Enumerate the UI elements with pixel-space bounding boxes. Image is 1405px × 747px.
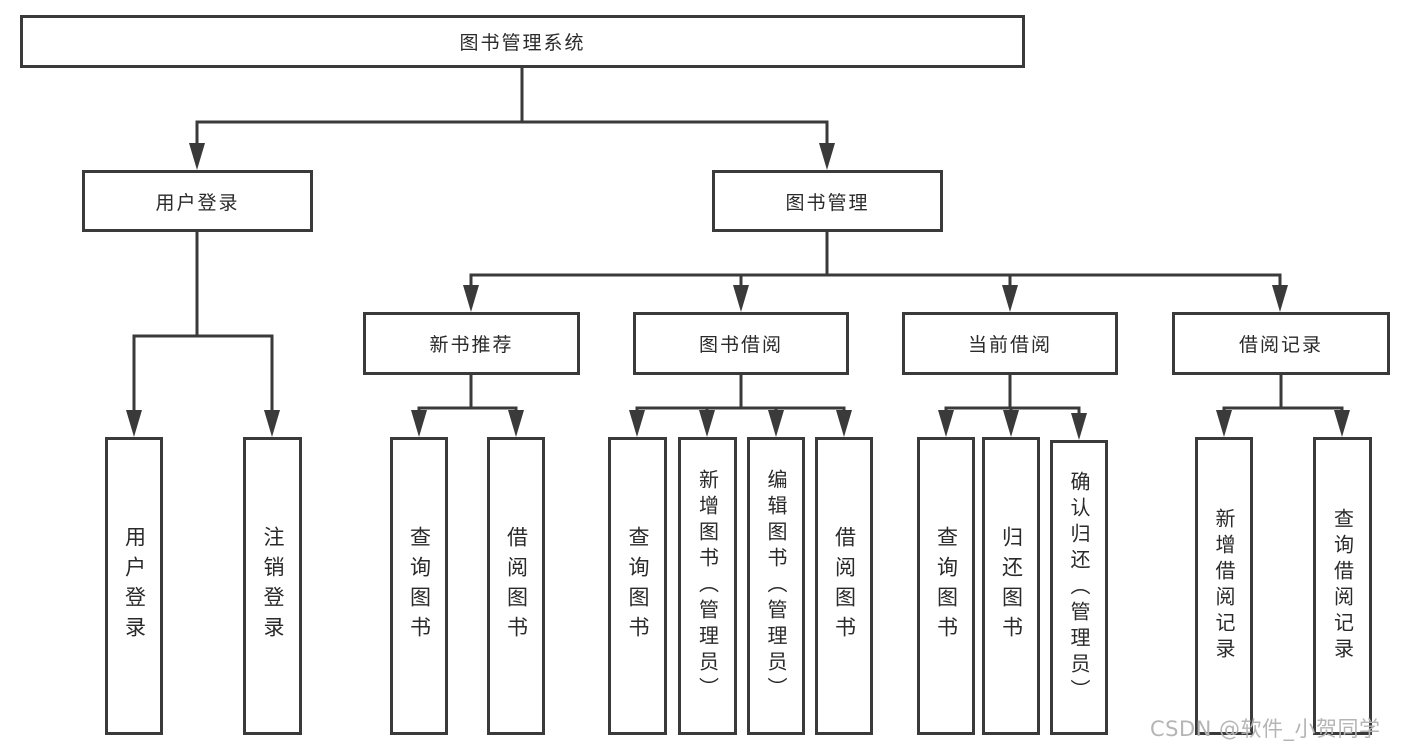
leaf-logout: 注销登录 xyxy=(243,437,302,735)
node-book-borrowing: 图书借阅 xyxy=(633,312,849,375)
leaf-borrow-books-recommend: 借阅图书 xyxy=(487,437,545,735)
leaf-add-books-admin: 新增图书（管理员） xyxy=(678,437,737,735)
leaf-query-books-current: 查询图书 xyxy=(917,437,975,735)
leaf-confirm-return-admin: 确认归还（管理员） xyxy=(1050,440,1108,735)
node-current-borrowing: 当前借阅 xyxy=(902,312,1118,375)
node-book-management: 图书管理 xyxy=(712,170,943,232)
leaf-query-books-borrowing: 查询图书 xyxy=(608,437,667,735)
node-user-login: 用户登录 xyxy=(82,170,313,232)
leaf-add-borrow-record: 新增借阅记录 xyxy=(1195,437,1253,735)
leaf-user-login: 用户登录 xyxy=(105,437,163,735)
node-new-book-recommend: 新书推荐 xyxy=(363,312,580,375)
node-borrowing-records: 借阅记录 xyxy=(1172,312,1390,375)
leaf-query-borrow-record: 查询借阅记录 xyxy=(1313,437,1372,735)
csdn-watermark: CSDN @软件_小贺同学 xyxy=(1150,717,1381,741)
leaf-return-books: 归还图书 xyxy=(982,437,1040,735)
root-node-library-management-system: 图书管理系统 xyxy=(20,15,1025,68)
leaf-borrow-books: 借阅图书 xyxy=(815,437,873,735)
leaf-query-books-recommend: 查询图书 xyxy=(390,437,448,735)
leaf-edit-books-admin: 编辑图书（管理员） xyxy=(747,437,805,735)
